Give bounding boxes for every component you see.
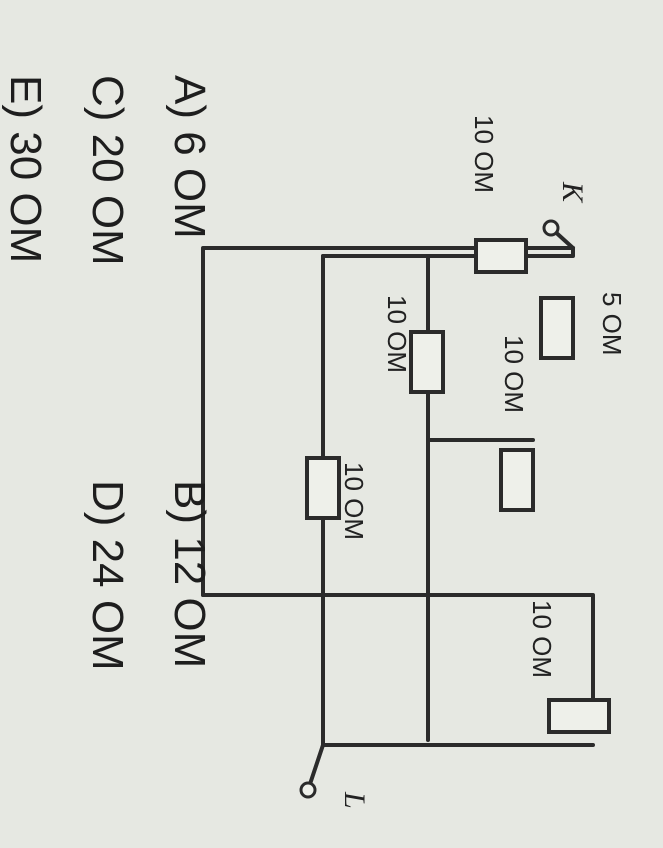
node-label-l: L [338, 791, 371, 809]
terminal-l [299, 781, 317, 799]
resistor-mid-center [499, 448, 535, 512]
option-e: E) 30 OM [1, 75, 50, 263]
option-d: D) 24 OM [83, 480, 132, 671]
option-c: C) 20 OM [83, 75, 132, 266]
resistor-bottom-center [305, 456, 341, 520]
wire-right-rail [201, 593, 595, 732]
option-a: A) 6 OM [165, 75, 214, 239]
label-bottom-center: 10 OM [339, 462, 369, 540]
label-right-top: 10 OM [527, 600, 557, 678]
label-top-series: 5 OM [597, 292, 627, 356]
resistor-mid-left-vertical [409, 330, 445, 394]
node-label-k: K [556, 181, 589, 204]
resistor-top-left [474, 238, 528, 274]
resistor-right-top [547, 698, 611, 734]
label-mid-center: 10 OM [499, 335, 529, 413]
wire-left-top [524, 246, 575, 258]
resistor-top-series [539, 296, 575, 360]
label-top-left: 10 OM [469, 115, 499, 193]
option-b: B) 12 OM [165, 480, 214, 668]
wire-top-rail [201, 246, 575, 597]
terminal-k [542, 219, 560, 237]
label-mid-left-vertical: 10 OM [382, 295, 412, 373]
